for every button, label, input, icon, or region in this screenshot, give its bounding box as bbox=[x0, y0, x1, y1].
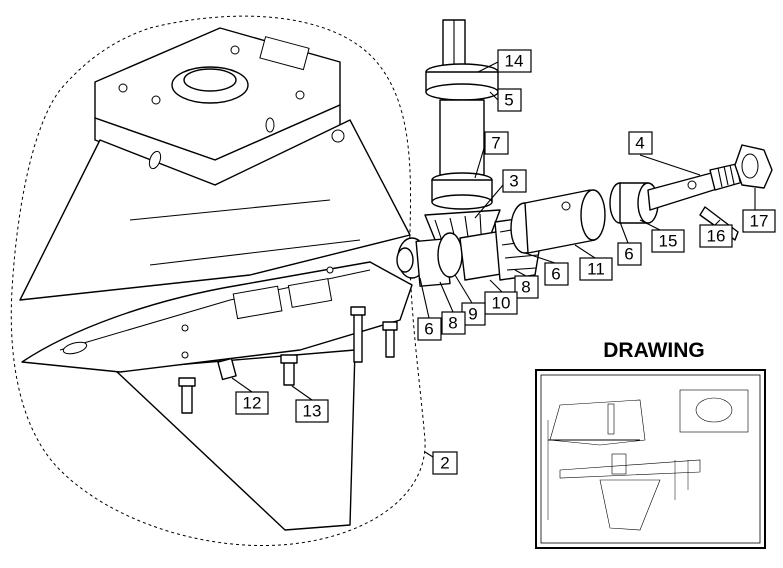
svg-text:16: 16 bbox=[707, 227, 726, 246]
callout-3: 3 bbox=[502, 169, 527, 193]
callout-6-left: 6 bbox=[417, 317, 442, 341]
drawing-thumbnail bbox=[535, 369, 766, 549]
callout-8-right: 8 bbox=[514, 275, 539, 299]
svg-text:7: 7 bbox=[491, 134, 500, 153]
callout-15: 15 bbox=[651, 229, 685, 253]
callout-4: 4 bbox=[628, 131, 653, 155]
callout-6-right: 6 bbox=[617, 242, 642, 266]
callout-7: 7 bbox=[484, 131, 509, 155]
callout-2: 2 bbox=[432, 451, 458, 475]
svg-text:14: 14 bbox=[505, 52, 524, 71]
callout-11: 11 bbox=[579, 257, 613, 281]
svg-text:8: 8 bbox=[521, 278, 530, 297]
hardware-bolts bbox=[178, 306, 398, 414]
svg-text:10: 10 bbox=[492, 294, 511, 313]
svg-text:4: 4 bbox=[635, 134, 644, 153]
svg-text:12: 12 bbox=[243, 394, 262, 413]
svg-text:15: 15 bbox=[659, 232, 678, 251]
callout-14: 14 bbox=[497, 49, 532, 73]
svg-text:2: 2 bbox=[440, 454, 449, 473]
svg-text:8: 8 bbox=[448, 314, 457, 333]
propshaft-assembly bbox=[396, 144, 773, 287]
drawing-title: DRAWING bbox=[603, 339, 705, 362]
callout-16: 16 bbox=[699, 224, 733, 248]
svg-text:17: 17 bbox=[750, 212, 769, 231]
leader-lines bbox=[231, 61, 756, 458]
callout-6-middle: 6 bbox=[544, 262, 569, 286]
driveshaft-assembly bbox=[425, 19, 499, 210]
callout-12: 12 bbox=[235, 391, 269, 415]
callout-8-left: 8 bbox=[441, 311, 466, 335]
svg-text:3: 3 bbox=[509, 172, 518, 191]
svg-text:11: 11 bbox=[587, 260, 605, 279]
callout-5: 5 bbox=[497, 88, 522, 112]
svg-text:5: 5 bbox=[504, 91, 513, 110]
svg-text:6: 6 bbox=[551, 265, 560, 284]
callout-10: 10 bbox=[484, 291, 518, 315]
callout-17: 17 bbox=[742, 209, 776, 233]
svg-text:13: 13 bbox=[303, 402, 322, 421]
callout-13: 13 bbox=[295, 399, 329, 423]
housing-dashed-outline bbox=[10, 15, 426, 547]
svg-text:6: 6 bbox=[624, 245, 633, 264]
gearcase-housing bbox=[19, 27, 413, 531]
svg-text:9: 9 bbox=[468, 305, 477, 324]
svg-text:6: 6 bbox=[424, 320, 433, 339]
